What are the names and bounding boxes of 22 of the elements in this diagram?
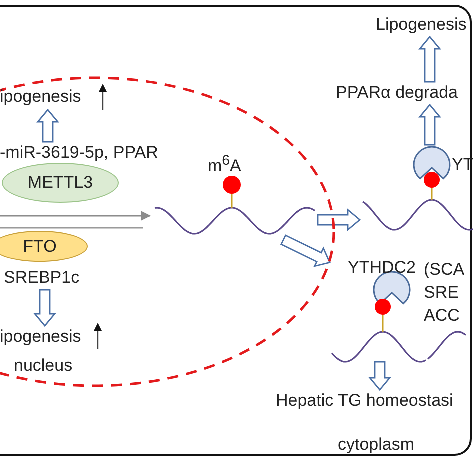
hollow-arrow — [36, 108, 60, 143]
protein-label: YTHDC2 — [348, 257, 416, 279]
modification-label: m$^{6}$A — [208, 152, 242, 178]
label-text: ipogenesis — [0, 326, 92, 350]
compartment-label: cytoplasm — [338, 434, 415, 456]
label-text: Lipogenesis — [376, 14, 474, 37]
label-text: SREBP1c — [4, 267, 90, 290]
arrow — [0, 211, 151, 221]
compartment-label: nucleus — [14, 355, 73, 377]
enzyme-ellipse: METTL3 — [2, 163, 119, 203]
label-text: Hepatic TG homeostasi — [276, 390, 474, 414]
label-text: PPARα degrada — [336, 82, 474, 105]
hollow-arrow — [418, 36, 442, 83]
hollow-arrow — [280, 234, 331, 268]
hollow-arrow — [34, 289, 56, 328]
label-text: -miR-3619-5p, PPAR — [0, 142, 180, 164]
label-text: ipogenesis — [0, 86, 92, 110]
hollow-arrow — [317, 208, 362, 232]
hollow-arrow — [418, 104, 442, 146]
hollow-arrow — [368, 361, 392, 392]
enzyme-ellipse: FTO — [0, 231, 88, 262]
target-list: (SCA SRE ACC — [424, 258, 470, 327]
